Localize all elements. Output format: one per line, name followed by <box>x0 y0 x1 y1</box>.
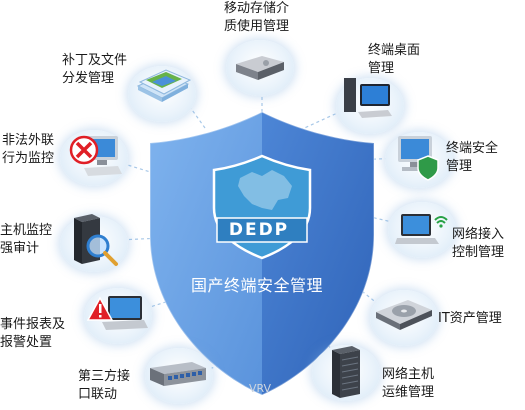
desktop-computer-icon <box>344 78 392 118</box>
secure-computer-icon <box>398 136 439 181</box>
magnifier-server-icon <box>74 214 118 266</box>
node-third-party[interactable]: 第三方接口联动 <box>78 369 131 402</box>
map-silhouette <box>238 170 292 210</box>
files-icon <box>136 69 192 102</box>
disk-platter-icon <box>376 300 432 330</box>
node-event-alert[interactable]: 事件报表及报警处置 <box>0 317 66 350</box>
node-it-asset[interactable]: IT资产管理 <box>438 311 502 326</box>
network-switch-icon <box>150 362 206 386</box>
node-network-host[interactable]: 网络主机运维管理 <box>382 367 435 400</box>
warning-laptop-icon <box>86 296 148 330</box>
shield-emblem <box>212 154 312 260</box>
hard-drive-icon <box>236 56 284 80</box>
node-host-audit[interactable]: 主机监控强审计 <box>0 223 53 256</box>
node-terminal-security[interactable]: 终端安全管理 <box>446 141 499 174</box>
node-network-access[interactable]: 网络接入控制管理 <box>452 227 505 260</box>
node-illegal-connect[interactable]: 非法外联行为监控 <box>2 133 55 166</box>
node-patch-dist[interactable]: 补丁及文件分发管理 <box>62 53 128 86</box>
watermark: VRV <box>248 382 272 395</box>
logo-text: DEDP <box>228 220 290 240</box>
wifi-laptop-icon <box>395 214 448 244</box>
shield-title: 国产终端安全管理 <box>190 276 323 295</box>
node-terminal-desktop[interactable]: 终端桌面管理 <box>368 43 421 76</box>
blocked-computer-icon <box>69 135 122 176</box>
server-rack-icon <box>332 346 360 398</box>
node-label: 移动存储介质使用管理 <box>224 1 290 34</box>
